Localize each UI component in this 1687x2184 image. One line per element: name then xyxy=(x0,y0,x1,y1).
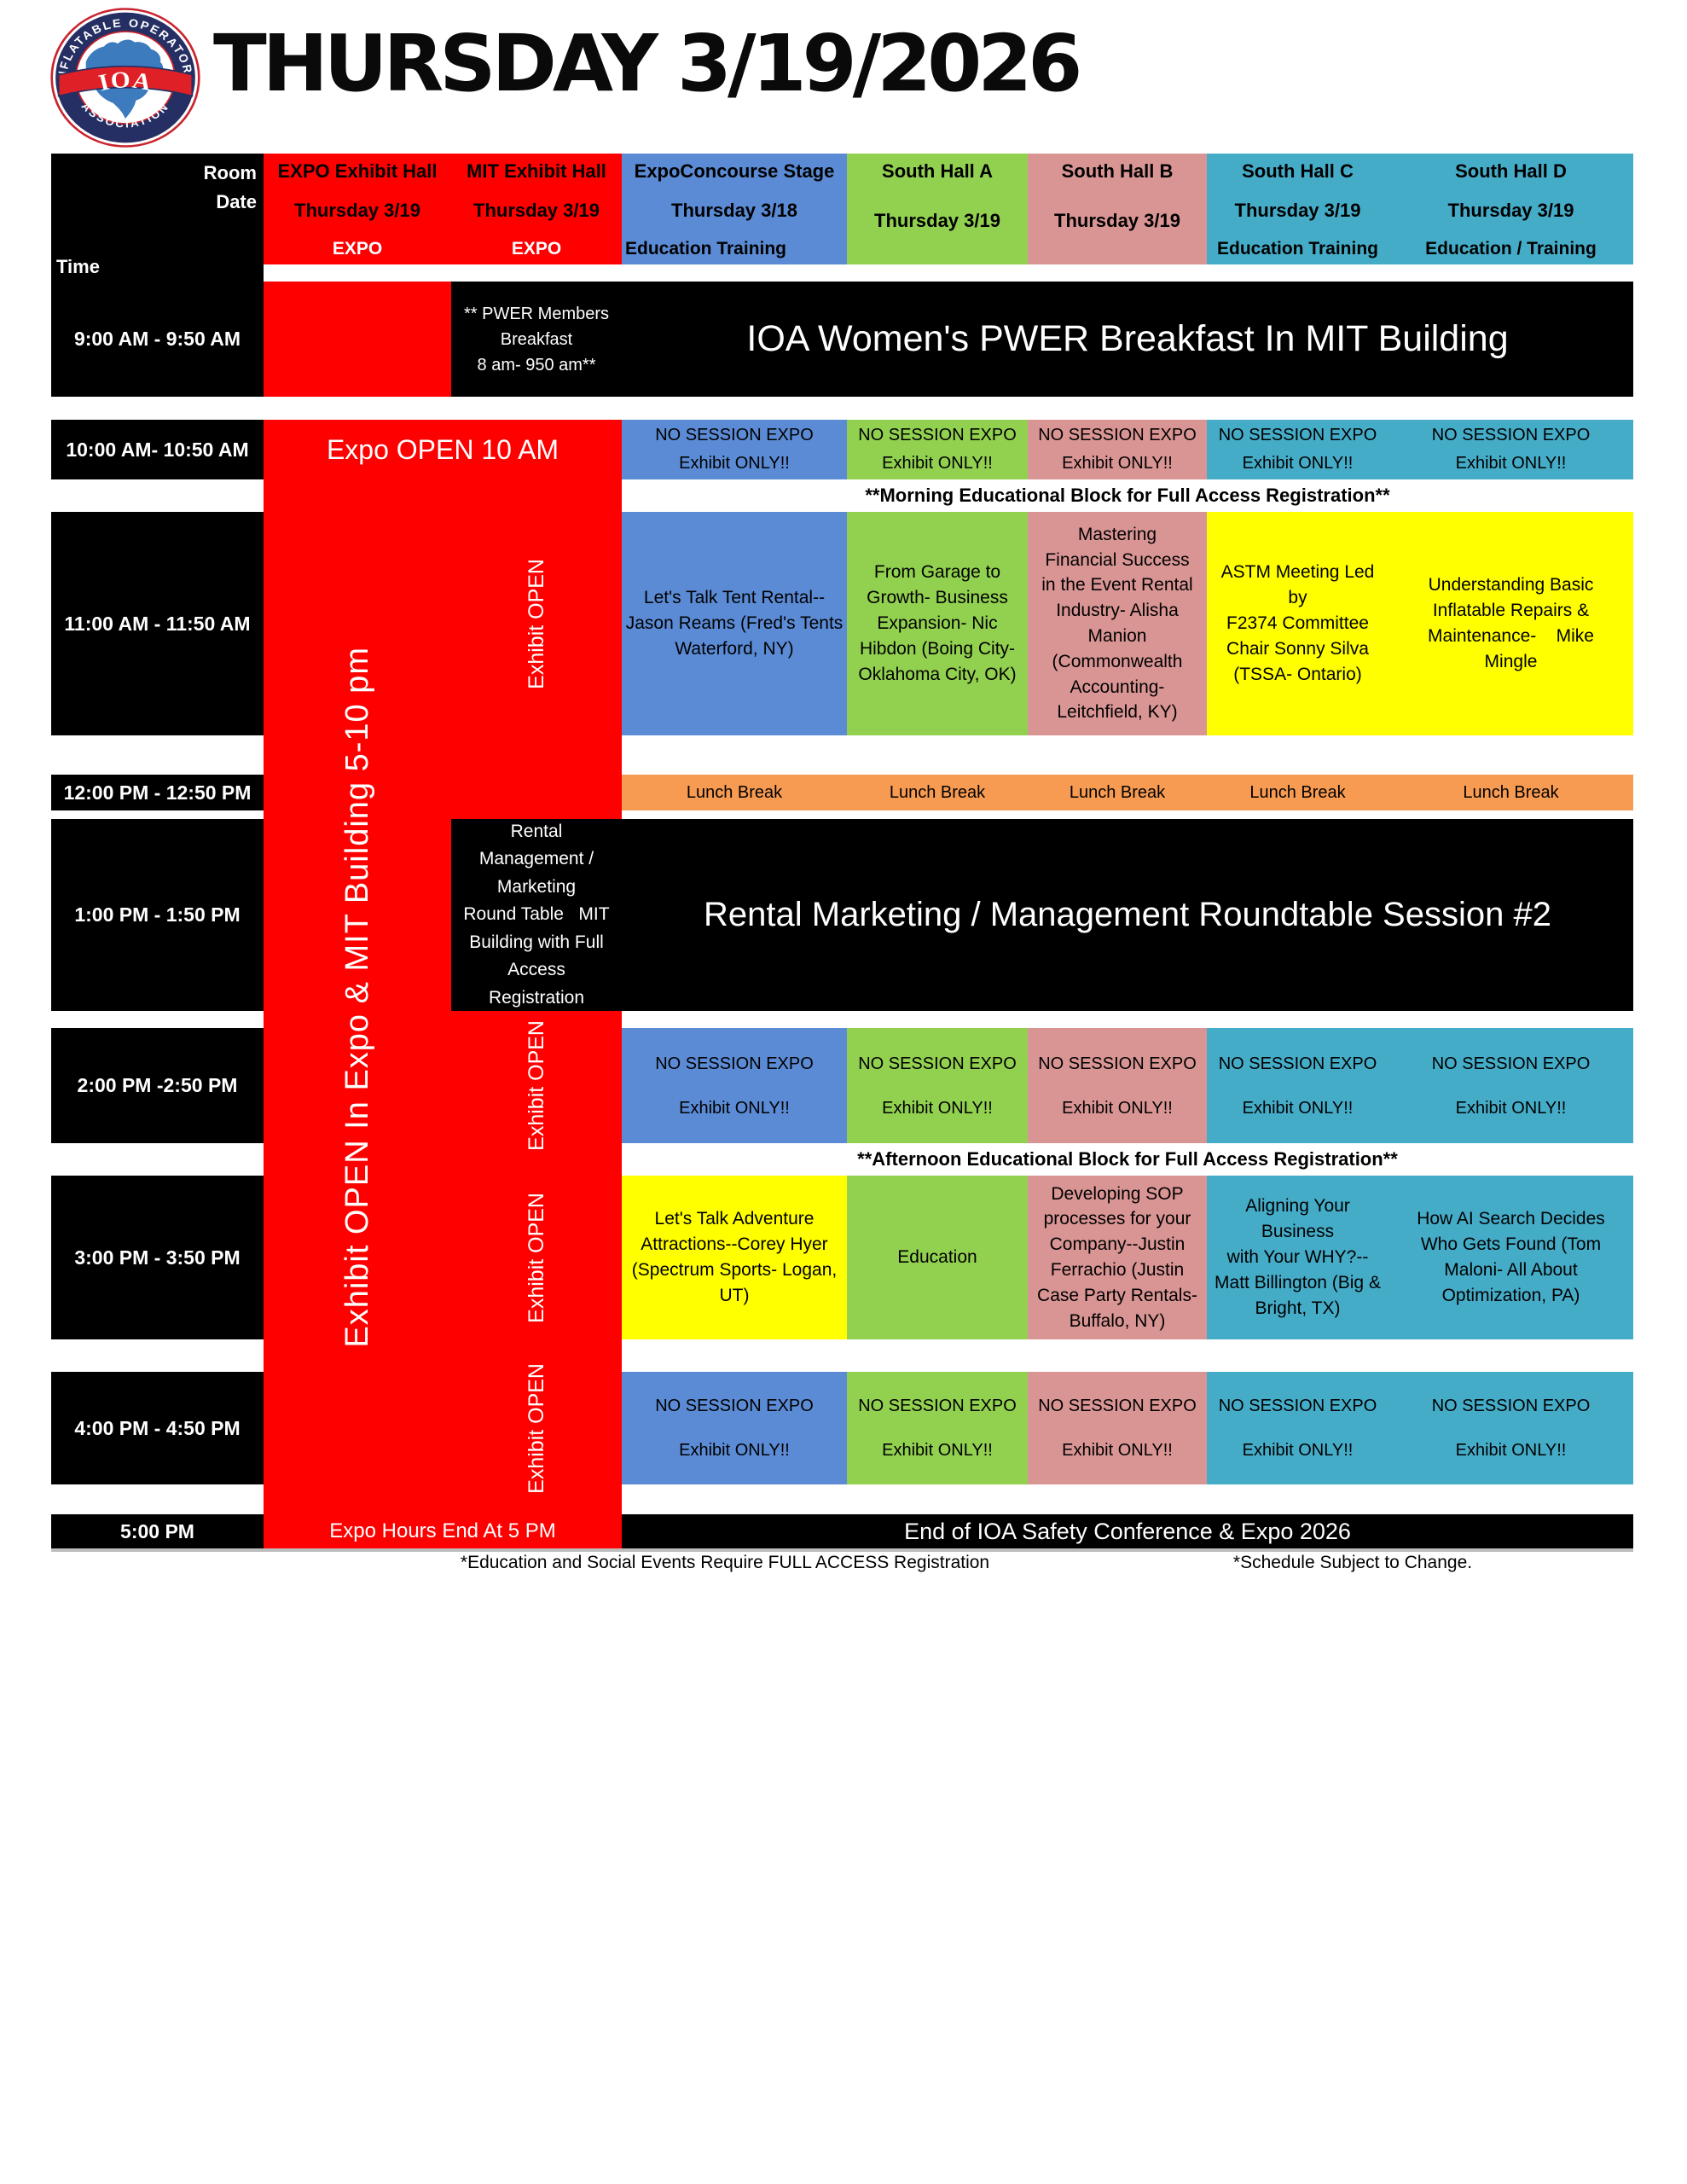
column-date: Thursday 3/19 xyxy=(1234,200,1361,221)
column-subtitle: EXPO xyxy=(511,239,562,258)
column-title: South Hall D xyxy=(1455,160,1567,182)
no-session-cell: NO SESSION EXPO Exhibit ONLY!! xyxy=(1388,1372,1633,1484)
no-session-cell: NO SESSION EXPO Exhibit ONLY!! xyxy=(1207,420,1388,479)
end-of-conference-banner: End of IOA Safety Conference & Expo 2026 xyxy=(622,1514,1633,1548)
no-session-cell: NO SESSION EXPO Exhibit ONLY!! xyxy=(622,1372,847,1484)
column-subtitle: Education Training xyxy=(1216,239,1378,258)
exhibit-open-long-label: Exhibit OPEN In Expo & MIT Building 5-10… xyxy=(264,479,451,1514)
time-cell-1pm: 1:00 PM - 1:50 PM xyxy=(51,819,264,1011)
room-label: Room xyxy=(203,162,257,183)
afternoon-block-note: **Afternoon Educational Block for Full A… xyxy=(622,1143,1633,1176)
session-cell-garage-to-growth: From Garage to Growth- Business Expansio… xyxy=(847,512,1028,735)
exhibit-open-label-11am: Exhibit OPEN xyxy=(524,558,548,689)
no-session-cell: NO SESSION EXPO Exhibit ONLY!! xyxy=(847,420,1028,479)
no-session-cell: NO SESSION EXPO Exhibit ONLY!! xyxy=(1388,420,1633,479)
column-subtitle: EXPO xyxy=(332,239,383,258)
no-session-cell: NO SESSION EXPO Exhibit ONLY!! xyxy=(1207,1028,1388,1143)
column-date: Thursday 3/18 xyxy=(671,200,797,221)
morning-block-note: **Morning Educational Block for Full Acc… xyxy=(622,479,1633,512)
session-cell-adventure-attractions: Let's Talk Adventure Attractions--Corey … xyxy=(622,1176,847,1339)
column-date: Thursday 3/19 xyxy=(1054,210,1180,231)
session-cell-education: Education xyxy=(847,1176,1028,1339)
header-south-hall-a: South Hall A Thursday 3/19 xyxy=(847,154,1028,264)
column-subtitle: Education Training xyxy=(625,239,787,258)
lunch-break-cell: Lunch Break xyxy=(686,782,783,802)
lunch-break-cell: Lunch Break xyxy=(1249,782,1346,802)
column-title: South Hall B xyxy=(1061,160,1174,182)
lunch-break-band: Lunch Break Lunch Break Lunch Break Lunc… xyxy=(622,775,1633,810)
pwer-breakfast-note-cell: ** PWER Members Breakfast 8 am- 950 am** xyxy=(451,282,622,397)
exhibit-open-long-text: Exhibit OPEN In Expo & MIT Building 5-10… xyxy=(339,646,375,1348)
time-cell-4pm: 4:00 PM - 4:50 PM xyxy=(51,1372,264,1484)
header-south-hall-c: South Hall C Thursday 3/19 Education Tra… xyxy=(1207,154,1388,264)
time-cell-9am: 9:00 AM - 9:50 AM xyxy=(51,282,264,397)
corner-room-date: Room Date xyxy=(204,159,257,217)
session-cell-tent-rental: Let's Talk Tent Rental-- Jason Reams (Fr… xyxy=(622,512,847,735)
header-south-hall-d: South Hall D Thursday 3/19 Education / T… xyxy=(1388,154,1633,264)
column-title: ExpoConcourse Stage xyxy=(634,160,835,182)
time-cell-2pm: 2:00 PM -2:50 PM xyxy=(51,1028,264,1143)
corner-room-date-time-cell: Room Date Time xyxy=(51,154,264,282)
date-label: Date xyxy=(216,191,257,213)
ioa-logo: INFLATABLE OPERATORS ASSOCIATION IOA xyxy=(47,0,201,148)
session-cell-ai-search: How AI Search Decides Who Gets Found (To… xyxy=(1388,1176,1633,1339)
lunch-break-cell: Lunch Break xyxy=(1069,782,1166,802)
column-date: Thursday 3/19 xyxy=(473,200,600,221)
column-title: South Hall A xyxy=(882,160,993,182)
footnote-full-access: *Education and Social Events Require FUL… xyxy=(460,1553,990,1572)
session-cell-business-why: Aligning Your Business with Your WHY?-- … xyxy=(1207,1176,1388,1339)
pwer-breakfast-banner: IOA Women's PWER Breakfast In MIT Buildi… xyxy=(622,282,1633,397)
exhibit-open-label-3pm: Exhibit OPEN xyxy=(524,1192,548,1323)
schedule-table: Room Date Time EXPO Exhibit Hall Thursda… xyxy=(51,154,1633,1548)
rental-roundtable-note-cell: Rental Management / Marketing Round Tabl… xyxy=(451,819,622,1011)
no-session-cell: NO SESSION EXPO Exhibit ONLY!! xyxy=(1388,1028,1633,1143)
column-title: MIT Exhibit Hall xyxy=(467,160,606,182)
logo-badge-text: IOA xyxy=(96,67,154,96)
time-cell-3pm: 3:00 PM - 3:50 PM xyxy=(51,1176,264,1339)
column-subtitle: Education / Training xyxy=(1425,239,1597,258)
time-cell-5pm: 5:00 PM xyxy=(51,1514,264,1548)
header-expoconcourse-stage: ExpoConcourse Stage Thursday 3/18 Educat… xyxy=(622,154,847,264)
expo-open-10am-label: Expo OPEN 10 AM xyxy=(326,433,559,465)
session-cell-financial-success: Mastering Financial Success in the Event… xyxy=(1028,512,1207,735)
column-date: Thursday 3/19 xyxy=(874,210,1000,231)
no-session-cell: NO SESSION EXPO Exhibit ONLY!! xyxy=(622,1028,847,1143)
page-title: THURSDAY 3/19/2026 xyxy=(213,18,1082,109)
logo-ribbon xyxy=(57,65,194,97)
header-expo-exhibit-hall: EXPO Exhibit Hall Thursday 3/19 EXPO xyxy=(264,154,451,264)
no-session-cell: NO SESSION EXPO Exhibit ONLY!! xyxy=(847,1028,1028,1143)
time-cell-11am: 11:00 AM - 11:50 AM xyxy=(51,512,264,735)
session-cell-sop-processes: Developing SOP processes for your Compan… xyxy=(1028,1176,1207,1339)
no-session-cell: NO SESSION EXPO Exhibit ONLY!! xyxy=(1207,1372,1388,1484)
column-date: Thursday 3/19 xyxy=(1447,200,1574,221)
session-cell-inflatable-repairs: Understanding Basic Inflatable Repairs &… xyxy=(1388,512,1633,735)
exhibit-open-label-2pm: Exhibit OPEN xyxy=(524,1020,548,1151)
time-cell-12pm: 12:00 PM - 12:50 PM xyxy=(51,775,264,810)
column-title: South Hall C xyxy=(1242,160,1354,182)
no-session-cell: NO SESSION EXPO Exhibit ONLY!! xyxy=(1028,1372,1207,1484)
header-south-hall-b: South Hall B Thursday 3/19 xyxy=(1028,154,1207,264)
column-title: EXPO Exhibit Hall xyxy=(277,160,438,182)
expo-hours-end-label: Expo Hours End At 5 PM xyxy=(329,1519,556,1542)
header-mit-exhibit-hall: MIT Exhibit Hall Thursday 3/19 EXPO xyxy=(451,154,622,264)
no-session-cell: NO SESSION EXPO Exhibit ONLY!! xyxy=(1028,1028,1207,1143)
time-label: Time xyxy=(56,256,100,277)
expo-hall-9am-cell xyxy=(264,282,451,397)
no-session-cell: NO SESSION EXPO Exhibit ONLY!! xyxy=(1028,420,1207,479)
session-cell-astm-meeting: ASTM Meeting Led by F2374 Committee Chai… xyxy=(1207,512,1388,735)
no-session-cell: NO SESSION EXPO Exhibit ONLY!! xyxy=(847,1372,1028,1484)
lunch-break-cell: Lunch Break xyxy=(1463,782,1559,802)
ioa-logo-graphic: INFLATABLE OPERATORS ASSOCIATION IOA xyxy=(47,0,200,148)
rental-roundtable-banner: Rental Marketing / Management Roundtable… xyxy=(622,819,1633,1011)
exhibit-open-label-4pm: Exhibit OPEN xyxy=(524,1362,548,1494)
no-session-cell: NO SESSION EXPO Exhibit ONLY!! xyxy=(622,420,847,479)
expo-hall-red-strip xyxy=(264,420,451,1548)
lunch-break-cell: Lunch Break xyxy=(889,782,986,802)
table-bottom-shadow xyxy=(51,1548,1633,1552)
time-cell-10am: 10:00 AM- 10:50 AM xyxy=(51,420,264,479)
column-date: Thursday 3/19 xyxy=(294,200,420,221)
footnote-schedule-change: *Schedule Subject to Change. xyxy=(1232,1553,1473,1572)
